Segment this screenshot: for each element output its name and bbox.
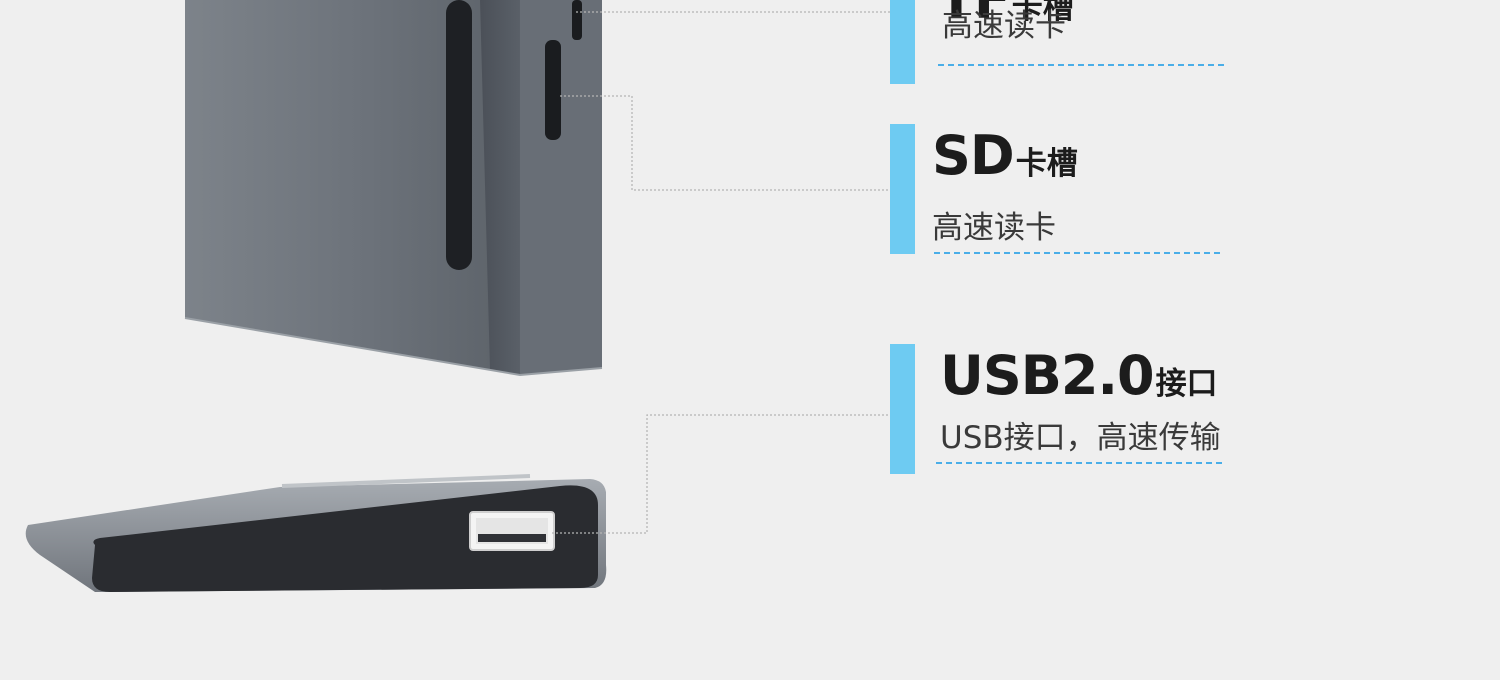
dashed-divider [936, 462, 1222, 464]
tf-slot [572, 0, 582, 40]
accent-bar [890, 344, 915, 474]
usb-hub-device [25, 474, 607, 592]
feature-subtitle: 高速读卡 [932, 210, 1056, 246]
feature-title: TF卡槽 [938, 0, 1074, 31]
sd-slot [545, 40, 561, 140]
dashed-divider [938, 64, 1224, 66]
card-reader-device [184, 0, 603, 377]
feature-subtitle: 高速读卡 [942, 8, 1066, 44]
slot-groove [446, 0, 472, 270]
feature-title: USB2.0接口 [940, 344, 1218, 407]
accent-bar [890, 0, 915, 84]
feature-title: SD卡槽 [932, 124, 1078, 187]
dashed-divider [934, 252, 1220, 254]
feature-subtitle: USB接口，高速传输 [940, 420, 1221, 456]
leader-lines [552, 11, 890, 534]
accent-bar [890, 124, 915, 254]
